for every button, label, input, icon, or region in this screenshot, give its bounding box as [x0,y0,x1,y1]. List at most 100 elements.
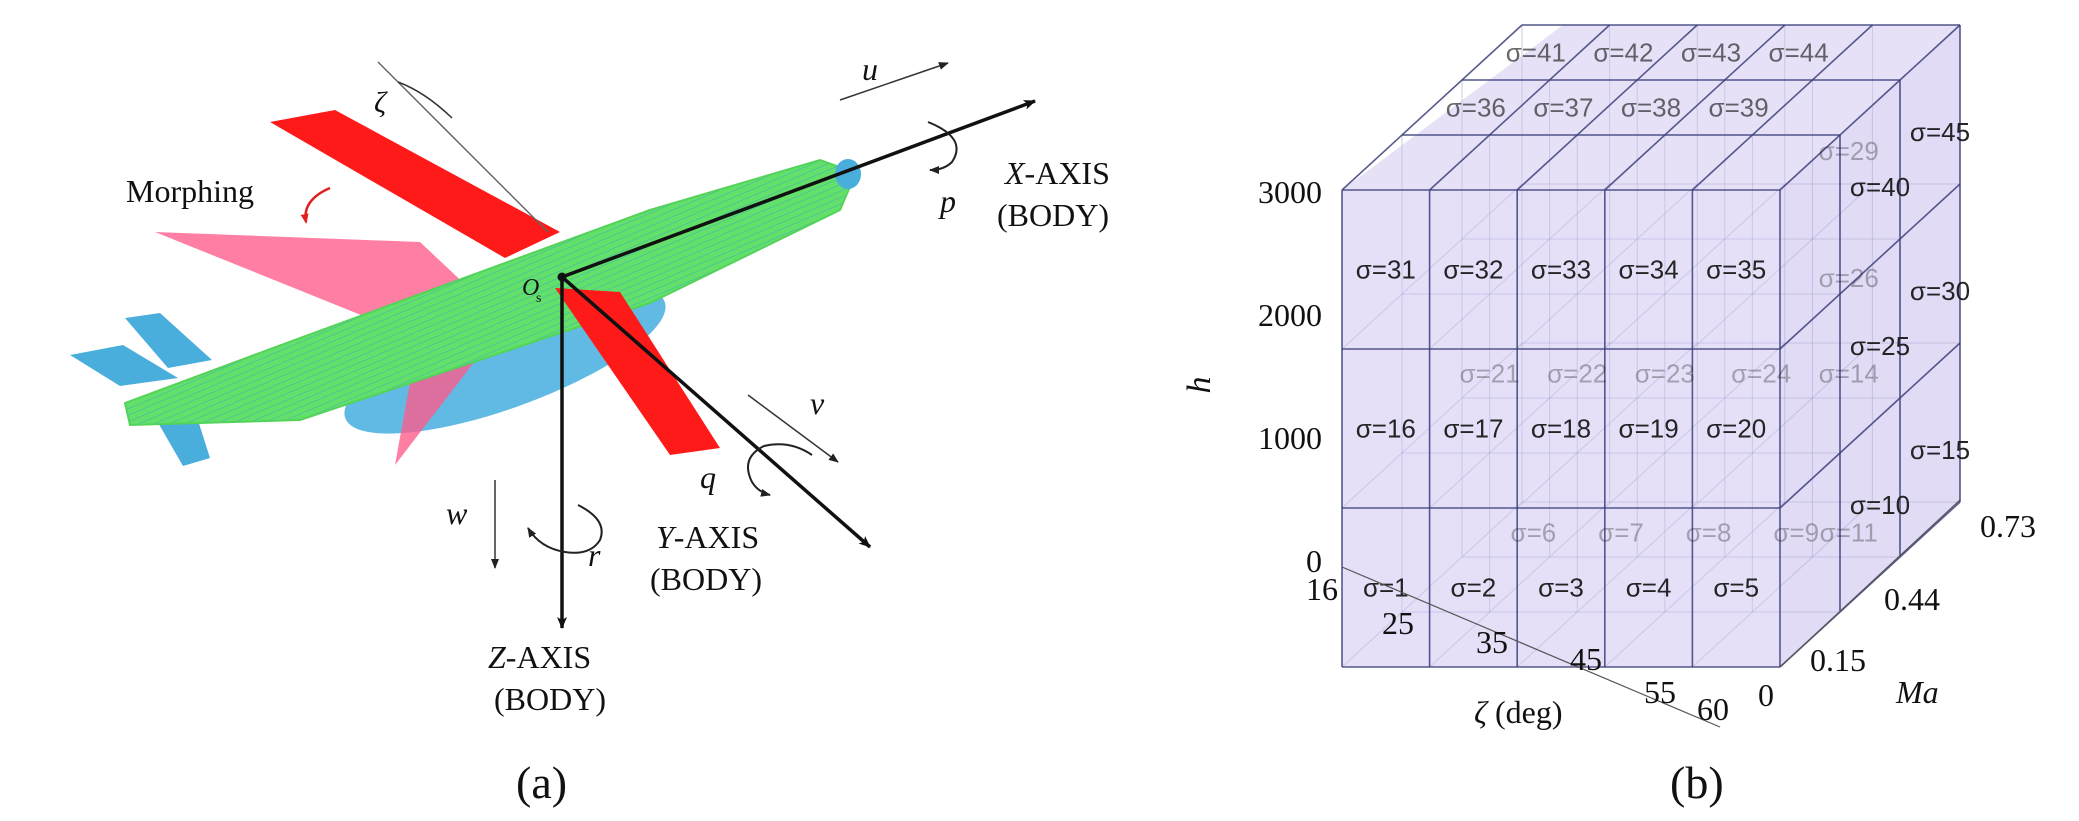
w-label: w [446,495,468,531]
morphing-arrow [300,186,331,224]
cell-label: σ=43 [1681,38,1741,68]
x-axis-label: X-AXIS [1003,155,1110,191]
cell-label: σ=7 [1598,518,1644,548]
cell-label: σ=10 [1850,490,1910,520]
p-label: p [938,183,956,219]
h-tick-label: 3000 [1258,174,1322,210]
cell-label: σ=8 [1686,518,1732,548]
v-velocity-arrow [747,394,839,463]
cell-label: σ=41 [1506,38,1566,68]
zeta-tick-label: 60 [1697,691,1729,727]
cell-label: σ=30 [1910,276,1970,306]
zeta-tick-label: 35 [1476,624,1508,660]
panel-a-caption: (a) [516,757,567,808]
cell-label: σ=35 [1706,255,1766,285]
main-wing-upper [270,110,560,258]
cell-label: σ=15 [1910,435,1970,465]
cell-label: σ=23 [1635,359,1695,389]
u-label: u [862,51,878,87]
p-rotation-arrow [927,121,958,174]
z-axis-frame-label: (BODY) [494,681,606,717]
panel-a-aircraft-diagram: O s ζ Morphing u v w p q r X-AXIS (BODY) [70,51,1110,808]
ma-axis-label: Ma [1895,674,1939,710]
cell-label: σ=45 [1910,117,1970,147]
top-grid-line [1341,24,1523,191]
zeta-axis-line [1341,566,1721,728]
top-grid-line [1779,24,1961,191]
top-grid-line [1604,24,1786,191]
top-grid-line [1516,24,1698,191]
cell-label: σ=25 [1850,331,1910,361]
top-grid-line [1429,24,1611,191]
cell-label: σ=39 [1709,93,1769,123]
zeta-axis: 16 25 35 45 55 60 ζ (deg) [1306,566,1729,730]
zeta-tick-label: 45 [1570,641,1602,677]
h-axis: 0 1000 2000 3000 h [1181,174,1322,579]
morphing-label: Morphing [126,173,254,209]
cell-label: σ=24 [1731,359,1791,389]
cube-grid-lines [1341,24,1961,668]
cell-label: σ=21 [1460,359,1520,389]
h-tick-label: 0 [1306,543,1322,579]
q-label: q [700,459,716,495]
zeta-axis-label: ζ (deg) [1474,694,1562,730]
cell-label: σ=11 [1820,518,1878,548]
top-grid-line [1691,24,1873,191]
cube-top-face [1342,25,1960,190]
h-tick-label: 2000 [1258,297,1322,333]
h-axis-label: h [1181,377,1218,394]
r-rotation-arrow [527,504,603,554]
zeta-label: ζ [374,86,388,119]
x-axis-frame-label: (BODY) [997,197,1109,233]
panel-b-caption: (b) [1670,757,1724,808]
cell-label: σ=29 [1819,136,1879,166]
morphing-wing-shadow [155,232,505,465]
y-axis-frame-label: (BODY) [650,561,762,597]
y-axis-label: Y-AXIS [656,519,759,555]
ma-tick-label: 0.73 [1980,508,2036,544]
zeta-tick-label: 16 [1306,571,1338,607]
cell-label: σ=20 [1706,414,1766,444]
ma-axis: 0 0.15 0.44 0.73 Ma [1758,499,2036,713]
cell-label: σ=5 [1713,573,1759,603]
zeta-tick-label: 55 [1644,674,1676,710]
x-axis-arrow [561,99,1036,279]
cell-label: σ=2 [1451,573,1497,603]
cell-label: σ=38 [1621,93,1681,123]
sweep-reference-line [377,61,549,233]
cell-label: σ=1 [1363,573,1409,603]
cell-label: σ=9 [1773,518,1819,548]
cell-label: σ=14 [1819,359,1879,389]
cell-label: σ=19 [1619,414,1679,444]
right-grid-line [1779,183,1961,350]
origin-subscript: s [536,291,541,306]
cell-label: σ=32 [1443,255,1503,285]
horizontal-tail [70,345,178,386]
v-label: v [810,385,825,421]
cell-label: σ=40 [1850,172,1910,202]
cell-label: σ=34 [1619,255,1679,285]
z-axis-label: Z-AXIS [488,639,591,675]
h-tick-label: 1000 [1258,420,1322,456]
y-axis-arrow [560,275,872,549]
ma-tick-label: 0 [1758,677,1774,713]
ma-tick-label: 0.15 [1810,642,1866,678]
q-rotation-arrow [747,443,813,497]
ma-tick-label: 0.44 [1884,581,1940,617]
cube-front-face [1342,190,1780,667]
cell-label: σ=37 [1533,93,1593,123]
cell-label: σ=3 [1538,573,1584,603]
cell-label: σ=42 [1593,38,1653,68]
ma-axis-line [1779,499,1961,668]
cell-label: σ=4 [1626,573,1672,603]
cell-label: σ=33 [1531,255,1591,285]
cell-label: σ=26 [1819,263,1879,293]
cube-right-face [1780,25,1960,667]
right-face-labels: σ=10σ=15 σ=25σ=30 σ=40σ=45 [1850,117,1970,520]
vertical-tail [125,313,212,368]
sweep-angle-arc [397,81,453,119]
cell-label: σ=22 [1547,359,1607,389]
